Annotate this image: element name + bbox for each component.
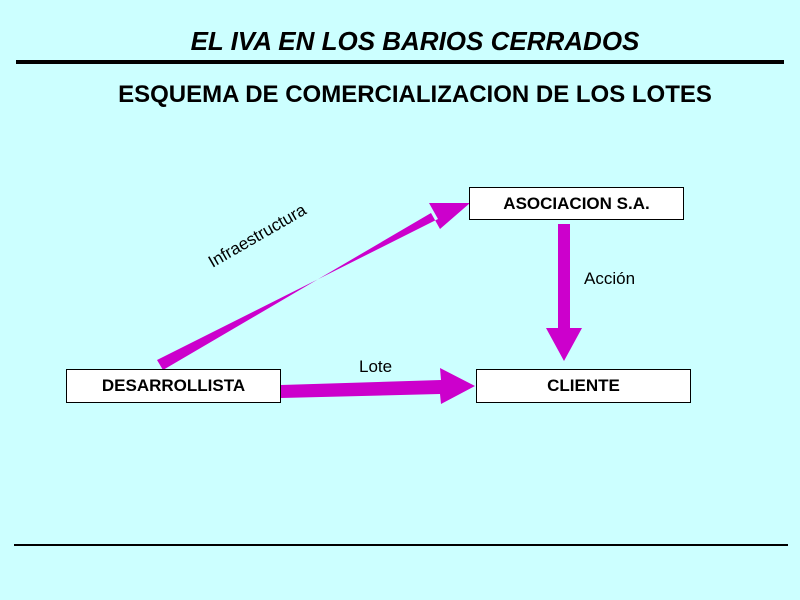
arrow-infraestructura (157, 203, 470, 370)
node-asociacion: ASOCIACION S.A. (469, 187, 684, 220)
arrow-lote (281, 368, 475, 404)
page-title: EL IVA EN LOS BARIOS CERRADOS (190, 26, 640, 56)
label-accion: Acción (584, 269, 636, 288)
node-cliente: CLIENTE (476, 369, 691, 403)
arrow-accion (546, 224, 582, 361)
node-desarrollista: DESARROLLISTA (66, 369, 281, 403)
diagram-subtitle: ESQUEMA DE COMERCIALIZACION DE LOS LOTES (118, 81, 712, 108)
bottom-divider (14, 544, 788, 546)
top-divider (16, 60, 784, 64)
label-lote: Lote (359, 357, 393, 376)
